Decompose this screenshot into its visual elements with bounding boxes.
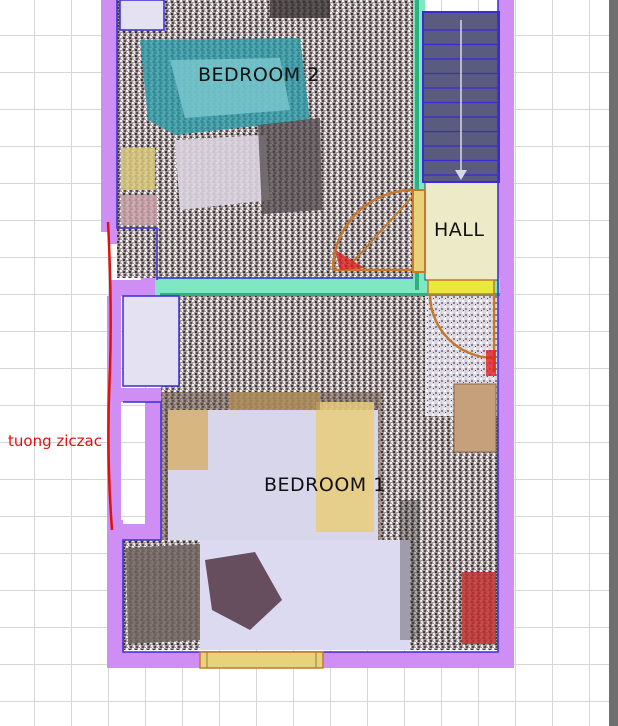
nightstand: [453, 383, 497, 453]
bedroom2-furniture: [119, 0, 330, 225]
room-label-hall: HALL: [434, 219, 485, 241]
window-bottom: [199, 651, 324, 669]
door-bedroom1: [427, 279, 496, 376]
vertical-scrollbar[interactable]: [609, 0, 618, 726]
bed: [161, 392, 381, 540]
room-label-bedroom-2: BEDROOM 2: [198, 64, 320, 86]
stair-direction-arrow: [455, 20, 467, 180]
room-label-bedroom-1: BEDROOM 1: [264, 474, 386, 496]
zigzag-wall-note: tuong ziczac: [8, 432, 102, 450]
bedroom1-furniture: [126, 500, 496, 644]
zigzag-wall-marker: [106, 221, 114, 531]
hall-floor: [424, 181, 499, 281]
door-bedroom2: [331, 188, 426, 273]
